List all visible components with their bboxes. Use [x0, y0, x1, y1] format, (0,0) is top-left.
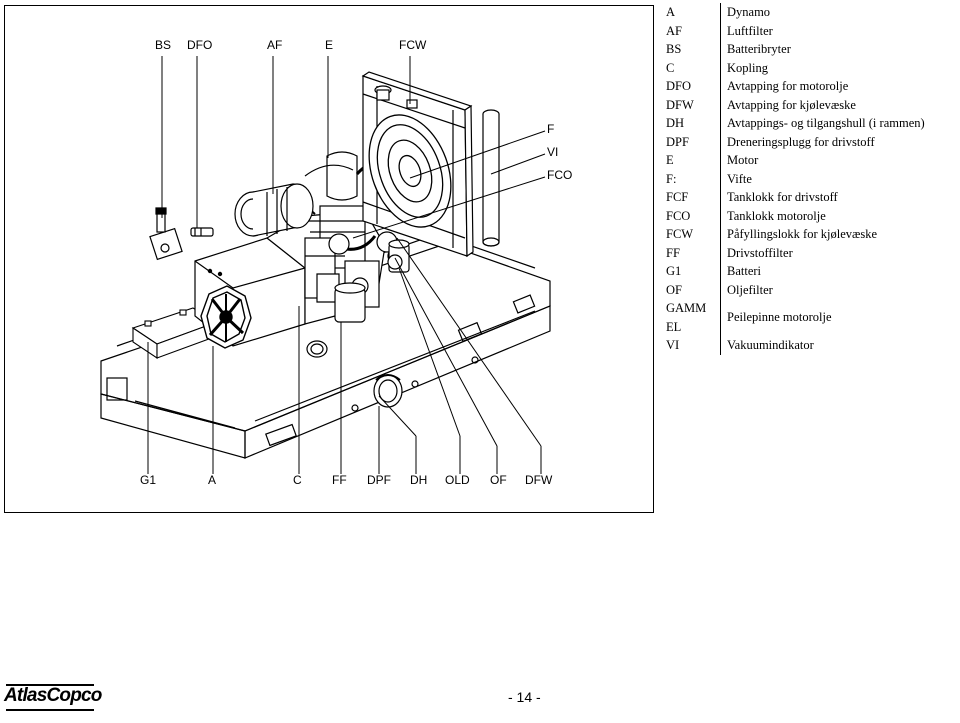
callout-c: C — [293, 473, 302, 487]
legend-code: AF — [666, 23, 682, 38]
coolant-cap-shape — [374, 85, 500, 247]
legend-row: DFW Avtapping for kjølevæske — [662, 95, 958, 114]
callout-of: OF — [490, 473, 507, 487]
legend-row: FF Drivstoffilter — [662, 243, 958, 262]
callout-vi: VI — [547, 145, 558, 159]
legend-desc: Batteribryter — [720, 40, 958, 59]
oil-drain-shape — [190, 227, 214, 237]
callout-dpf: DPF — [367, 473, 391, 487]
callout-fco: FCO — [547, 168, 572, 182]
legend-row: E Motor — [662, 151, 958, 170]
legend-code: FCO — [666, 208, 691, 223]
legend-code: F: — [666, 171, 677, 186]
legend-code: A — [666, 5, 676, 19]
fan-shape — [368, 114, 452, 228]
legend-desc: Tanklokk for drivstoff — [720, 188, 958, 207]
legend-code: DH — [666, 116, 685, 130]
legend-desc: Batteri — [720, 262, 958, 281]
atlas-copco-logo: AtlasCopco — [4, 684, 102, 712]
callout-a: A — [208, 473, 216, 487]
engine-block — [265, 151, 403, 325]
air-filter-shape — [234, 183, 314, 237]
legend-desc: Avtappings- og tilgangshull (i rammen) — [720, 114, 958, 133]
legend-desc: Kopling — [720, 58, 958, 77]
legend-desc: Peilepinne motorolje — [720, 299, 958, 336]
logo-top-bar — [6, 684, 94, 686]
legend-code-line1: GAMM — [666, 301, 707, 315]
legend-row: GAMM EL Peilepinne motorolje — [662, 299, 958, 336]
legend-code: FCF — [666, 190, 689, 204]
legend-code: VI — [666, 338, 680, 352]
engine-diagram-frame: BS DFO AF E FCW F VI FCO G1 A C FF DPF D… — [4, 5, 654, 513]
legend-table: A Dynamo AF Luftfilter BS Batteribryter … — [662, 3, 958, 355]
legend-code: G1 — [666, 264, 682, 278]
callout-bs: BS — [155, 38, 171, 52]
callout-old: OLD — [445, 473, 470, 487]
legend-desc: Tanklokk motorolje — [720, 206, 958, 225]
legend-code: OF — [666, 282, 682, 297]
legend-row: C Kopling — [662, 58, 958, 77]
legend-desc: Drivstoffilter — [720, 243, 958, 262]
legend-desc: Avtapping for motorolje — [720, 77, 958, 96]
legend-row: FCW Påfyllingslokk for kjølevæske — [662, 225, 958, 244]
legend-code: FCW — [666, 227, 694, 241]
legend-row: G1 Batteri — [662, 262, 958, 281]
legend-row: OF Oljefilter — [662, 280, 958, 299]
legend-desc: Vifte — [720, 169, 958, 188]
page-number: - 14 - — [508, 689, 541, 705]
legend-row: DFO Avtapping for motorolje — [662, 77, 958, 96]
legend-code: GAMM EL — [662, 299, 720, 336]
legend-desc: Dynamo — [720, 3, 958, 22]
legend-desc: Luftfilter — [720, 21, 958, 40]
callout-g1: G1 — [140, 473, 156, 487]
callout-ff: FF — [332, 473, 347, 487]
legend-desc: Dreneringsplugg for drivstoff — [720, 132, 958, 151]
callout-af: AF — [267, 38, 282, 52]
legend-code: DFW — [666, 97, 694, 112]
alternator-grille — [200, 285, 252, 349]
engine-diagram: BS DFO AF E FCW F VI FCO G1 A C FF DPF D… — [100, 38, 572, 487]
legend-row: FCF Tanklokk for drivstoff — [662, 188, 958, 207]
legend-code: DFO — [666, 79, 692, 93]
legend-row: BS Batteribryter — [662, 40, 958, 59]
legend-desc: Oljefilter — [720, 280, 958, 299]
legend-row: FCO Tanklokk motorolje — [662, 206, 958, 225]
legend-code: BS — [666, 42, 682, 56]
legend-desc: Vakuumindikator — [720, 336, 958, 355]
legend-desc: Avtapping for kjølevæske — [720, 95, 958, 114]
legend-row: DPF Dreneringsplugg for drivstoff — [662, 132, 958, 151]
logo-text: AtlasCopco — [4, 685, 102, 706]
filters-shape — [306, 239, 410, 358]
legend-code: C — [666, 60, 675, 75]
legend-desc: Motor — [720, 151, 958, 170]
legend-code: E — [666, 153, 674, 167]
legend-code: DPF — [666, 134, 689, 149]
legend-row: VI Vakuumindikator — [662, 336, 958, 355]
callout-dh: DH — [410, 473, 427, 487]
fuel-drain-plug-shape — [373, 374, 403, 408]
callout-dfo: DFO — [187, 38, 212, 52]
callout-e: E — [325, 38, 333, 52]
legend-desc: Påfyllingslokk for kjølevæske — [720, 225, 958, 244]
leader-lines — [147, 56, 546, 474]
legend-code-line2: EL — [666, 319, 682, 334]
legend-row: DH Avtappings- og tilgangshull (i rammen… — [662, 114, 958, 133]
legend-row: AF Luftfilter — [662, 21, 958, 40]
callout-dfw: DFW — [525, 473, 553, 487]
logo-bottom-bar — [6, 709, 94, 711]
legend-code: FF — [666, 245, 680, 260]
legend-row: F: Vifte — [662, 169, 958, 188]
legend-row: A Dynamo — [662, 3, 958, 22]
callout-f: F — [547, 122, 554, 136]
battery-switch-shape — [149, 207, 183, 261]
callout-fcw: FCW — [399, 38, 427, 52]
